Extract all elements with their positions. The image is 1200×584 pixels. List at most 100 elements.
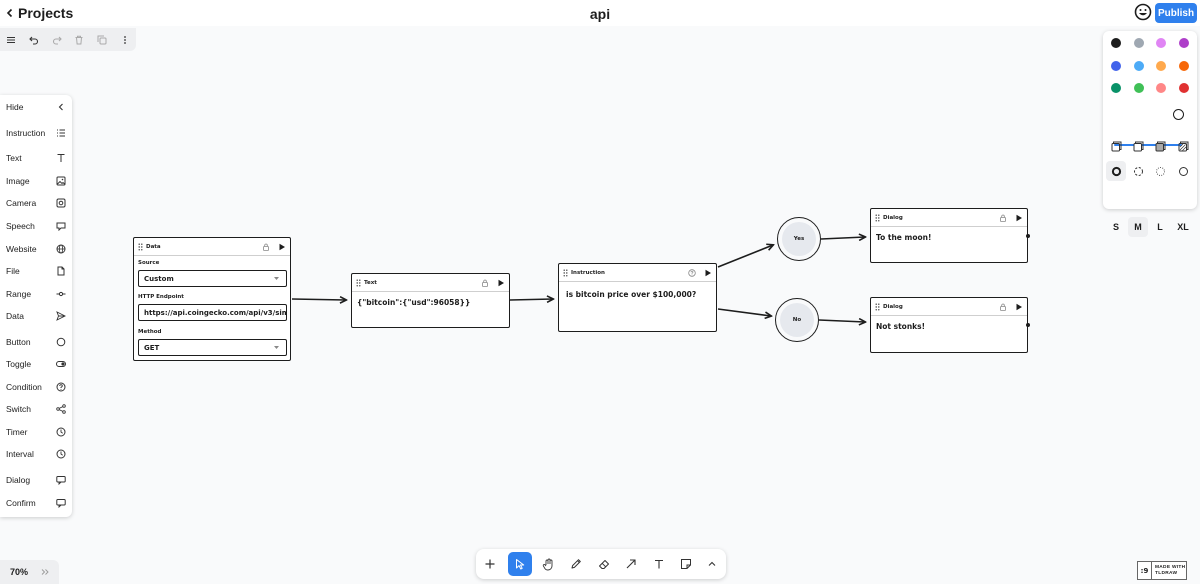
sidebar-item-image[interactable]: Image [0, 170, 72, 192]
sidebar-item-confirm[interactable]: Confirm [0, 492, 72, 514]
undo-button[interactable] [23, 28, 46, 51]
sidebar-item-website[interactable]: Website [0, 238, 72, 260]
add-tool-button[interactable] [478, 552, 502, 576]
sidebar-item-dialog[interactable]: Dialog [0, 469, 72, 491]
drag-handle-icon[interactable] [563, 269, 568, 277]
color-swatch[interactable] [1133, 83, 1144, 93]
data-node[interactable]: Data Source Custom HTTP Endpoint https:/… [133, 237, 291, 361]
color-swatch[interactable] [1133, 38, 1144, 48]
method-select[interactable]: GET [138, 339, 287, 356]
color-swatch[interactable] [1111, 60, 1121, 71]
no-branch-node[interactable]: No [775, 298, 819, 342]
play-icon[interactable] [1015, 214, 1023, 222]
text-node[interactable]: Text {"bitcoin":{"usd":96058}} [351, 273, 510, 328]
zoom-menu[interactable]: 70% [0, 560, 59, 584]
lock-icon[interactable] [481, 279, 489, 287]
edge-instruction-to-yes[interactable] [717, 245, 773, 268]
sidebar-item-text[interactable]: Text [0, 147, 72, 169]
color-swatch[interactable] [1178, 83, 1189, 93]
fill-none-icon [1111, 141, 1121, 151]
edge-text-to-instruction[interactable] [509, 299, 553, 300]
edge-no-to-dialog[interactable] [818, 320, 865, 322]
instruction-node[interactable]: Instruction is bitcoin price over $100,0… [558, 263, 717, 332]
delete-button[interactable] [68, 28, 91, 51]
select-tool-button[interactable] [508, 552, 532, 576]
sidebar-item-data[interactable]: Data [0, 305, 72, 327]
draw-tool-button[interactable] [564, 552, 588, 576]
drag-handle-icon[interactable] [356, 279, 361, 287]
hand-tool-button[interactable] [536, 552, 560, 576]
endpoint-input[interactable]: https://api.coingecko.com/api/v3/simple/… [138, 304, 287, 321]
color-swatch[interactable] [1156, 83, 1166, 93]
play-icon[interactable] [278, 243, 286, 251]
publish-button[interactable]: Publish [1155, 3, 1197, 23]
fill-pattern-button[interactable] [1173, 136, 1193, 156]
more-button[interactable] [113, 28, 136, 51]
smiley-face-icon[interactable] [1134, 3, 1152, 21]
opacity-slider-thumb[interactable] [1173, 109, 1184, 120]
drag-handle-icon[interactable] [138, 243, 143, 251]
eraser-tool-button[interactable] [592, 552, 616, 576]
dialog-node-yes[interactable]: Dialog To the moon! [870, 208, 1030, 263]
question-icon[interactable] [688, 268, 696, 277]
play-icon[interactable] [497, 279, 505, 287]
sidebar-item-instruction[interactable]: Instruction [0, 122, 72, 144]
sidebar-item-speech[interactable]: Speech [0, 215, 72, 237]
note-tool-button[interactable] [674, 552, 698, 576]
size-xl-button[interactable]: XL [1177, 222, 1189, 232]
lock-icon[interactable] [999, 303, 1007, 311]
edge-data-to-text[interactable] [291, 299, 346, 300]
color-swatch[interactable] [1111, 83, 1121, 93]
sidebar-item-switch[interactable]: Switch [0, 398, 72, 420]
sidebar-item-timer[interactable]: Timer [0, 421, 72, 443]
dash-dotted-button[interactable] [1150, 161, 1170, 181]
source-label: Source [138, 260, 160, 266]
color-swatch[interactable] [1156, 38, 1166, 48]
play-icon[interactable] [704, 269, 712, 277]
dialog-node-no[interactable]: Dialog Not stonks! [870, 297, 1030, 353]
drag-handle-icon[interactable] [875, 303, 880, 311]
back-to-projects-link[interactable]: Projects [6, 5, 73, 21]
size-m-button[interactable]: M [1128, 217, 1148, 237]
size-l-button[interactable]: L [1157, 222, 1163, 232]
more-tools-button[interactable] [700, 552, 724, 576]
color-swatch[interactable] [1111, 38, 1121, 48]
sidebar-item-camera[interactable]: Camera [0, 192, 72, 214]
opacity-slider-track[interactable] [1114, 144, 1182, 146]
dash-draw-button[interactable] [1106, 161, 1126, 181]
duplicate-button[interactable] [91, 28, 114, 51]
color-swatch[interactable] [1133, 60, 1144, 71]
lock-icon[interactable] [262, 243, 270, 251]
edge-yes-to-dialog[interactable] [820, 237, 865, 239]
color-swatch[interactable] [1178, 38, 1189, 48]
double-chevron-right-icon[interactable] [41, 568, 49, 576]
text-tool-button[interactable] [647, 552, 671, 576]
sidebar-item-range[interactable]: Range [0, 283, 72, 305]
hide-panel-button[interactable]: Hide [0, 96, 72, 118]
color-swatch[interactable] [1178, 60, 1189, 71]
edge-instruction-to-no[interactable] [717, 308, 771, 316]
output-port[interactable] [1026, 234, 1030, 238]
menu-button[interactable] [0, 28, 23, 51]
sidebar-item-condition[interactable]: Condition [0, 376, 72, 398]
fill-semi-button[interactable] [1128, 136, 1148, 156]
output-port[interactable] [1026, 323, 1030, 327]
arrow-tool-button[interactable] [619, 552, 643, 576]
yes-branch-node[interactable]: Yes [777, 217, 821, 261]
size-s-button[interactable]: S [1112, 222, 1119, 232]
dash-solid-button[interactable] [1173, 161, 1193, 181]
lock-icon[interactable] [999, 214, 1007, 222]
sidebar-item-button[interactable]: Button [0, 331, 72, 353]
drag-handle-icon[interactable] [875, 214, 880, 222]
source-select[interactable]: Custom [138, 270, 287, 287]
made-with-tldraw-badge[interactable]: :9 MADE WITH TLDRAW [1137, 561, 1187, 580]
color-swatch[interactable] [1156, 60, 1166, 71]
redo-button[interactable] [45, 28, 68, 51]
dash-dashed-button[interactable] [1128, 161, 1148, 181]
fill-none-button[interactable] [1106, 136, 1126, 156]
sidebar-item-toggle[interactable]: Toggle [0, 353, 72, 375]
sidebar-item-interval[interactable]: Interval [0, 443, 72, 465]
fill-solid-button[interactable] [1150, 136, 1170, 156]
sidebar-item-file[interactable]: File [0, 260, 72, 282]
play-icon[interactable] [1015, 303, 1023, 311]
